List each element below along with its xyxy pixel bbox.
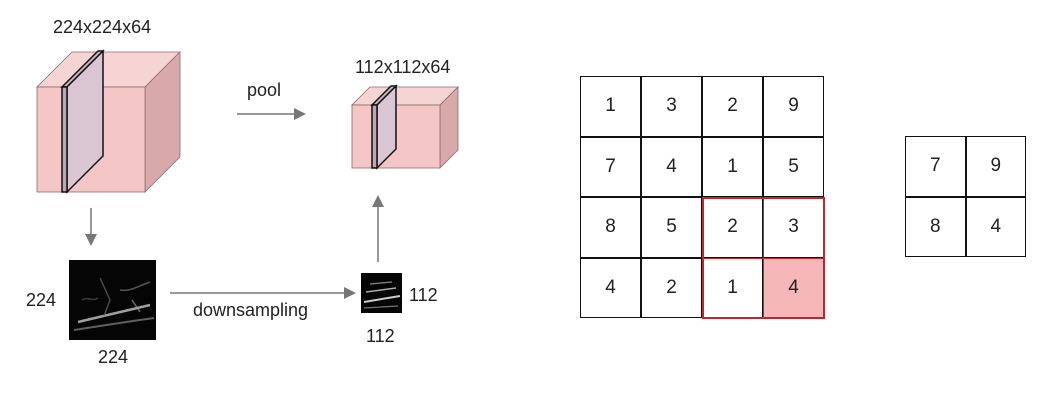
downsampling-label: downsampling <box>193 300 308 321</box>
input-cell-r3-c0: 4 <box>580 258 641 319</box>
input-cell-r0-c3: 9 <box>763 76 824 137</box>
input-cell-r1-c2: 1 <box>702 137 763 198</box>
pooled-feature-map <box>361 273 402 313</box>
input-map-width-label: 224 <box>98 347 128 368</box>
input-cell-r0-c1: 3 <box>641 76 702 137</box>
pooled-map-height-label: 112 <box>409 285 438 306</box>
pooled-volume-cube <box>352 86 458 168</box>
input-cell-r1-c0: 7 <box>580 137 641 198</box>
input-cell-r2-c1: 5 <box>641 197 702 258</box>
input-cell-r2-c2: 2 <box>702 197 763 258</box>
output-cell-r0-c1: 9 <box>966 136 1027 197</box>
input-cell-r0-c2: 2 <box>702 76 763 137</box>
pooled-volume-dims-label: 112x112x64 <box>355 57 450 78</box>
output-cell-r0-c0: 7 <box>905 136 966 197</box>
input-cell-r2-c3: 3 <box>763 197 824 258</box>
input-feature-map <box>69 260 156 340</box>
output-cell-r1-c1: 4 <box>966 197 1027 258</box>
input-cell-r1-c3: 5 <box>763 137 824 198</box>
input-volume-cube <box>37 51 180 192</box>
input-cell-r3-c2: 1 <box>702 258 763 319</box>
input-cell-r3-c1: 2 <box>641 258 702 319</box>
input-cell-r1-c1: 4 <box>641 137 702 198</box>
input-cell-r3-c3: 4 <box>763 258 824 319</box>
input-volume-dims-label: 224x224x64 <box>53 17 151 38</box>
output-cell-r1-c0: 8 <box>905 197 966 258</box>
pool-label: pool <box>247 80 281 101</box>
input-map-height-label: 224 <box>26 290 56 311</box>
input-cell-r2-c0: 8 <box>580 197 641 258</box>
pooled-map-width-label: 112 <box>366 326 395 347</box>
input-cell-r0-c0: 1 <box>580 76 641 137</box>
